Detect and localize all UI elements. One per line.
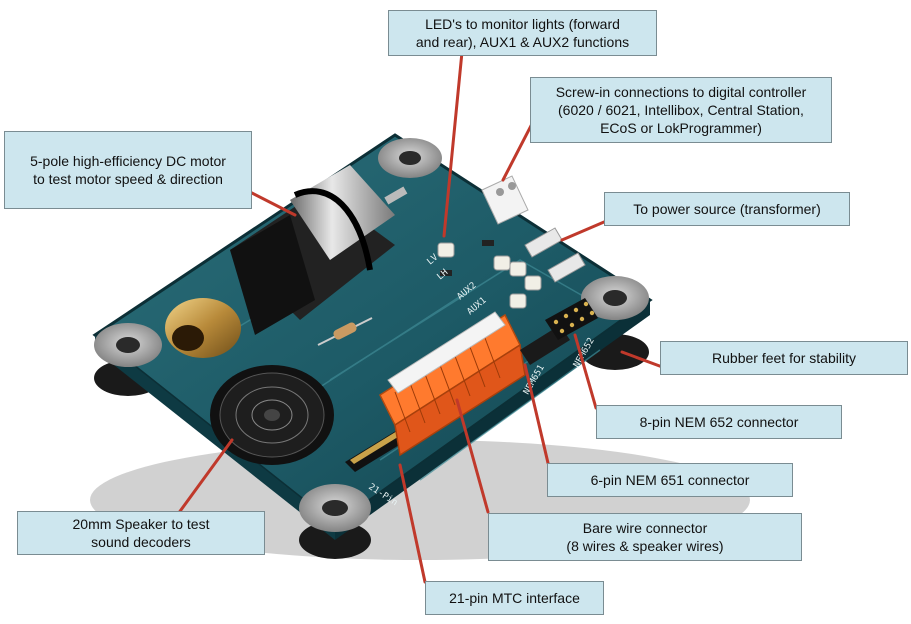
callout-screw-connections: Screw-in connections to digital controll… <box>530 77 832 143</box>
speaker <box>210 365 334 465</box>
dc-motor <box>165 165 408 358</box>
callout-nem651: 6-pin NEM 651 connector <box>547 463 793 497</box>
nem652-pin-header <box>545 298 598 340</box>
callout-mtc-interface: 21-pin MTC interface <box>425 581 604 615</box>
leader-lines <box>176 50 667 584</box>
callout-leds: LED's to monitor lights (forward and rea… <box>388 10 657 56</box>
callout-nem652: 8-pin NEM 652 connector <box>596 405 842 439</box>
callout-dc-motor: 5-pole high-efficiency DC motor to test … <box>4 131 252 209</box>
callout-bare-wire: Bare wire connector (8 wires & speaker w… <box>488 513 802 561</box>
power-pins <box>524 227 586 283</box>
bare-wire-terminal-block <box>379 311 526 457</box>
resistor <box>317 317 373 346</box>
mounting-pads <box>94 138 649 532</box>
callout-speaker: 20mm Speaker to test sound decoders <box>17 511 265 555</box>
callout-power-source: To power source (transformer) <box>604 192 850 226</box>
led-indicators <box>437 240 542 309</box>
callout-rubber-feet: Rubber feet for stability <box>660 341 908 375</box>
